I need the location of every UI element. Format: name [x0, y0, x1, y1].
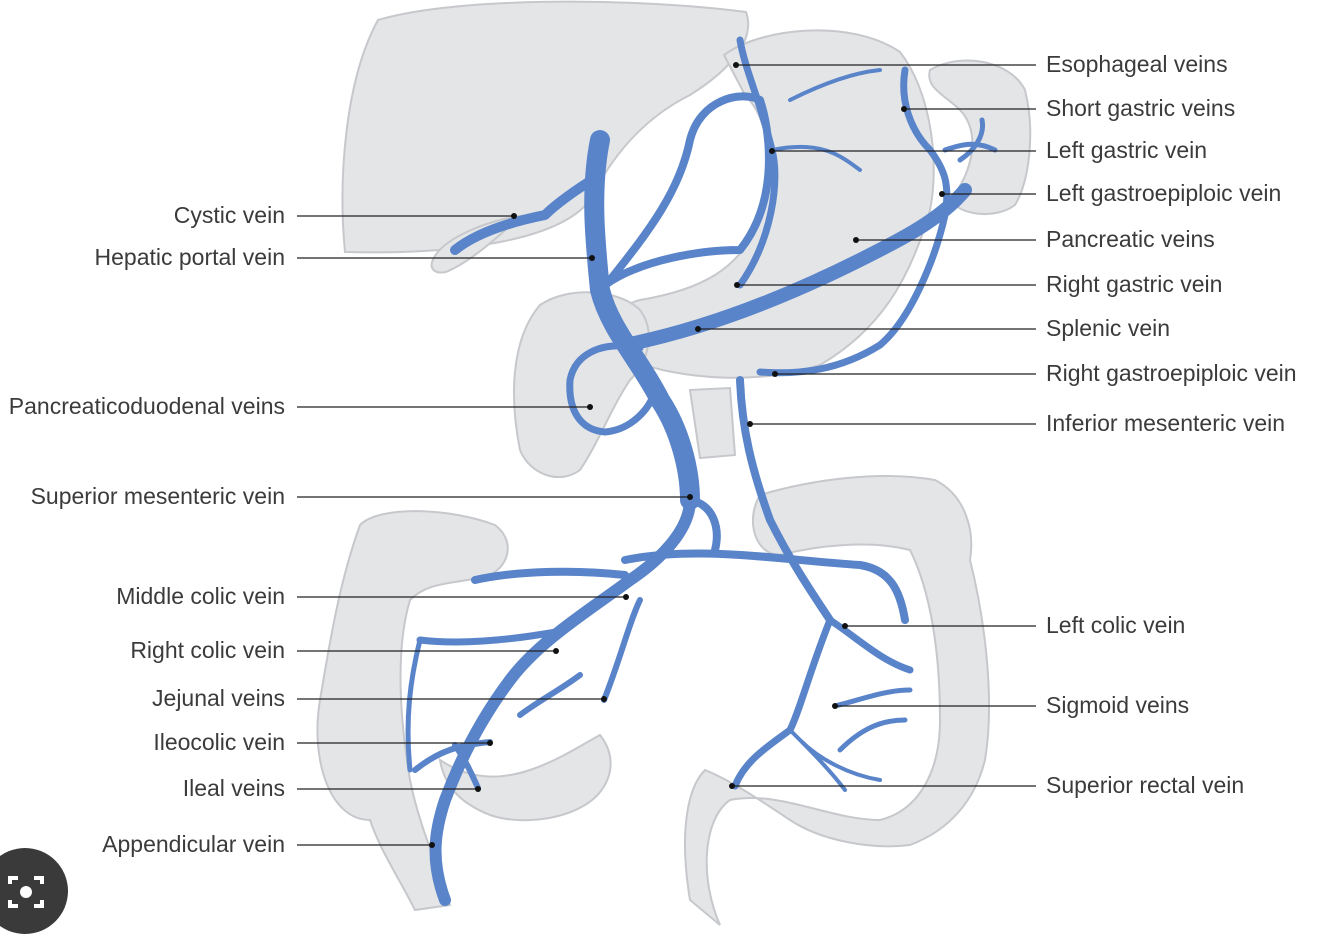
transverse-colon	[684, 474, 991, 926]
image-search-icon[interactable]	[0, 848, 68, 934]
label-superior-rectal-vein: Superior rectal vein	[1046, 772, 1245, 798]
gastroepiploic-path	[756, 66, 951, 377]
label-hepatic-portal-vein: Hepatic portal vein	[94, 244, 286, 270]
label-left-colic-vein: Left colic vein	[1046, 612, 1186, 638]
dot-esophageal	[733, 62, 739, 68]
label-middle-colic-vein: Middle colic vein	[116, 583, 285, 609]
dot-splenic	[695, 326, 701, 332]
dot-middle-colic	[623, 594, 629, 600]
dot-right-gastroepiploic	[772, 371, 778, 377]
label-inferior-mesenteric-vein: Inferior mesenteric vein	[1046, 410, 1286, 436]
middle-colic-path	[471, 567, 629, 584]
splenic-vein-path	[618, 183, 972, 352]
dot-left-colic	[842, 623, 848, 629]
dot-cystic	[511, 213, 517, 219]
jejunal-path	[517, 597, 643, 718]
label-esophageal-veins: Esophageal veins	[1046, 51, 1228, 77]
camera-lens-icon	[8, 876, 44, 908]
label-short-gastric-veins: Short gastric veins	[1046, 95, 1236, 121]
label-left-gastric-vein: Left gastric vein	[1046, 137, 1208, 163]
dot-ileocolic	[487, 740, 493, 746]
label-right-colic-vein: Right colic vein	[130, 637, 285, 663]
veins	[405, 36, 998, 906]
middle-colic-left-path	[621, 549, 909, 624]
inferior-mesenteric-path	[736, 376, 834, 624]
dot-right-gastric	[734, 282, 740, 288]
dot-sigmoid	[832, 703, 838, 709]
leader-endpoints	[429, 62, 945, 848]
label-pancreaticoduodenal-veins: Pancreaticoduodenal veins	[8, 393, 285, 419]
dot-pancreaticoduodenal	[587, 404, 593, 410]
sigmoid-branches-path	[832, 687, 913, 753]
dot-superior-rectal	[729, 783, 735, 789]
label-pancreatic-veins: Pancreatic veins	[1046, 226, 1215, 252]
dot-right-colic	[553, 648, 559, 654]
dot-jejunal	[601, 696, 607, 702]
smv-side-loop-path	[686, 496, 721, 554]
dot-appendicular	[429, 842, 435, 848]
right-colic-path	[416, 628, 560, 646]
label-left-gastroepiploic-vein: Left gastroepiploic vein	[1046, 180, 1282, 206]
superior-mesenteric-path	[429, 494, 696, 906]
dot-short-gastric	[901, 106, 907, 112]
short-gastric-path	[942, 117, 998, 163]
label-splenic-vein: Splenic vein	[1046, 315, 1171, 341]
label-ileocolic-vein: Ileocolic vein	[153, 729, 285, 755]
cystic-vein-path	[450, 170, 605, 255]
label-right-gastric-vein: Right gastric vein	[1046, 271, 1223, 297]
label-sigmoid-veins: Sigmoid veins	[1046, 692, 1190, 718]
label-jejunal-veins: Jejunal veins	[152, 685, 285, 711]
duodenum	[513, 291, 650, 479]
dot-left-gastric	[769, 148, 775, 154]
label-cystic-vein: Cystic vein	[173, 202, 285, 228]
rectal-branches-path	[788, 728, 882, 792]
dot-hepatic-portal	[589, 255, 595, 261]
dot-pancreatic	[853, 237, 859, 243]
small-intestine	[438, 733, 612, 822]
jejunum-stub	[688, 386, 737, 460]
dot-ileal	[475, 786, 481, 792]
hepatic-portal-vein-path	[584, 130, 700, 510]
dot-inferior-mesenteric	[747, 421, 753, 427]
ascending-colon	[316, 510, 509, 912]
dot-left-gastroepiploic	[939, 191, 945, 197]
leader-lines	[297, 64, 1036, 846]
label-appendicular-vein: Appendicular vein	[102, 831, 285, 857]
label-superior-mesenteric-vein: Superior mesenteric vein	[30, 483, 285, 509]
pancreaticoduodenal-path	[566, 342, 659, 436]
marginal-right-path	[405, 637, 423, 773]
label-right-gastroepiploic-vein: Right gastroepiploic vein	[1046, 360, 1297, 386]
label-ileal-veins: Ileal veins	[182, 775, 285, 801]
dot-superior-mesenteric	[687, 494, 693, 500]
